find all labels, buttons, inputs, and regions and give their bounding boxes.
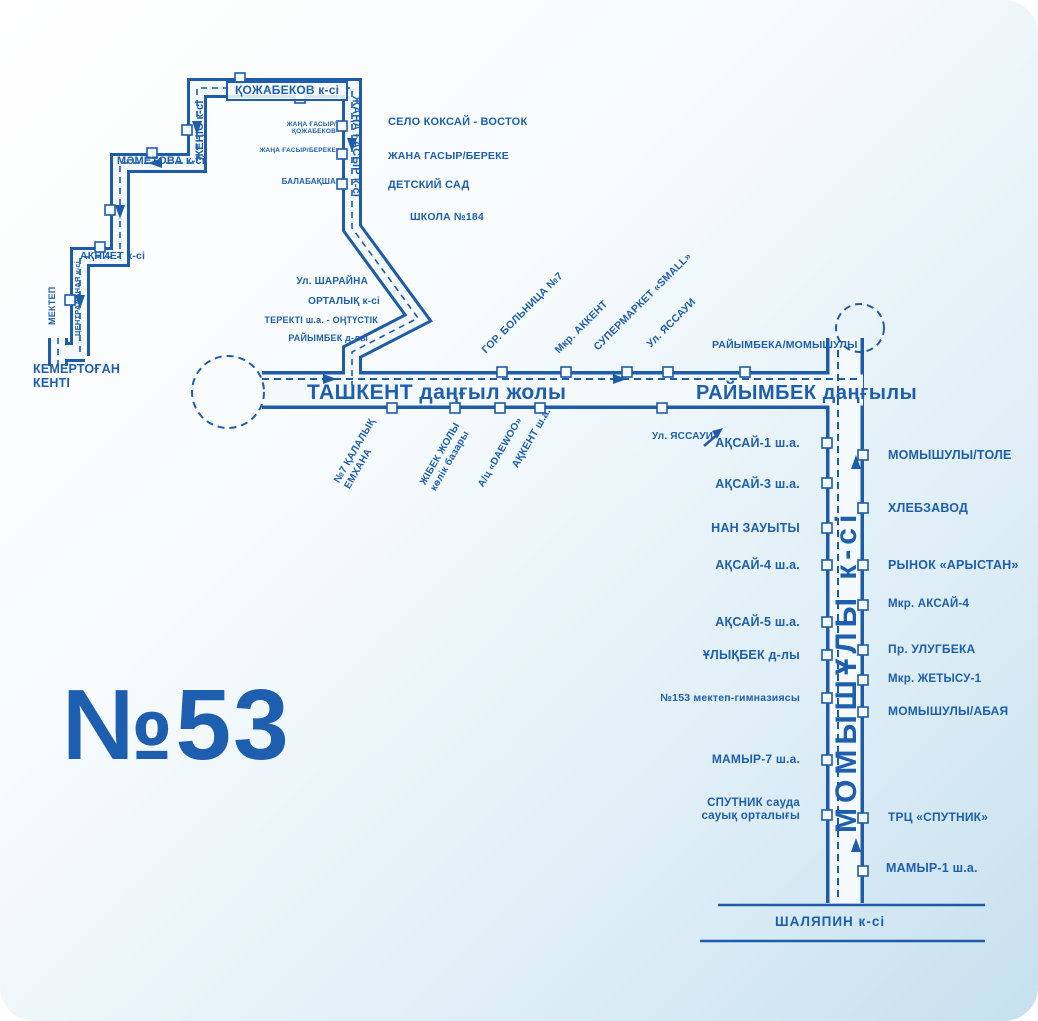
stop-label-pr-ulugbeka: Пр. УЛУГБЕКА [888, 642, 976, 656]
stop-label-mamyr-7: МАМЫР-7 ш.а. [711, 752, 800, 766]
stop-label-aksai-1: АҚСАЙ-1 ш.а. [715, 436, 800, 450]
stop-label-sputnik-sauda: СПУТНИК сауда сауық орталығы [701, 797, 800, 823]
street-label-zhenis: ЖЕҢІС к-сі [194, 100, 206, 160]
street-label-momyshuly: МОМЫШҰЛЫ к-сі [830, 509, 863, 833]
stop-label-mektep-153: №153 мектеп-гимназиясы [660, 692, 800, 704]
street-label-mametova: МӘМЕТОВА к-сі [117, 155, 205, 167]
stop-label-mkr-zhetysu-1: Мкр. ЖЕТЫСУ-1 [888, 673, 982, 685]
stop-label-zhana-gasyr-bereke-small: ЖАҢА ҒАСЫР/БЕРЕКЕ [259, 147, 336, 154]
stop-label-raiymbeka-momyshuly: РАЙЫМБЕКА/МОМЫШУЛЫ [712, 339, 858, 351]
stop-label-momyshuly-abaya: МОМЫШУЛЫ/АБАЯ [888, 704, 1009, 718]
stop-label-khlebzavod: ХЛЕБЗАВОД [888, 501, 969, 515]
shalyapin-terminal-lines [700, 903, 985, 943]
stop-label-detskiy-sad: ДЕТСКИЙ САД [388, 179, 470, 191]
stop-label-mamyr-1: МАМЫР-1 ш.а. [886, 861, 978, 875]
stop-label-shkola-184: ШКОЛА №184 [410, 211, 484, 223]
terminal-label-kemertogan: КЕМЕРТОҒАН КЕНТІ [33, 362, 121, 391]
stop-label-aksai-3: АҚСАЙ-3 ш.а. [715, 477, 800, 491]
street-label-kozhabekov: ҚОЖАБЕКОВ к-сі [226, 81, 349, 101]
stop-label-terekti: ТЕРЕКТІ ш.а. - ОҢТҮСТІК [264, 315, 378, 325]
street-label-zhana-gasyr: ЖАҢА ҒАСЫР к-сі [350, 96, 362, 198]
street-label-akniet: АҚНИЕТ к-сі [80, 250, 146, 262]
stop-label-nan-zauyty: НАН ЗАУЫТЫ [711, 521, 800, 535]
stop-label-ortalyk: ОРТАЛЫҚ к-сі [308, 296, 380, 307]
stop-label-zhana-gasyr-bereke: ЖАНА ГАСЫР/БЕРЕКЕ [388, 150, 509, 162]
stop-label-yassaui-south: Ул. ЯССАУИ [652, 431, 714, 442]
stop-label-aksai-4: АҚСАЙ-4 ш.а. [715, 558, 800, 572]
stop-label-zhana-gasyr-kozhabekov: ЖАҢА ҒАСЫР/ҚОЖАБЕКОВ [286, 121, 336, 136]
stop-label-mektep: МЕКТЕП [47, 286, 57, 325]
stop-label-mkr-aksai-4: Мкр. АКСАЙ-4 [888, 598, 970, 610]
terminal-loop-west [191, 355, 265, 429]
stop-label-aksai-5: АҚСАЙ-5 ш.а. [715, 615, 800, 629]
stop-label-selo-koksai: СЕЛО КОКСАЙ - ВОСТОК [388, 116, 528, 128]
terminal-label-shalyapin: ШАЛЯПИН к-сі [775, 914, 886, 929]
stop-label-balabaksha: БАЛАБАҚША [281, 177, 336, 186]
stop-label-raiymbek-d: РАЙЫМБЕК д-лы [288, 333, 368, 343]
route-number: №53 [62, 669, 291, 781]
stop-label-rynok-arystan: РЫНОК «АРЫСТАН» [888, 558, 1019, 572]
street-label-tsentralnaya: ЦЕНТРАЛЬНАЯ к-сі [73, 261, 82, 336]
stop-label-trts-sputnik: ТРЦ «СПУТНИК» [888, 810, 989, 824]
street-label-raiymbek: РАЙЫМБЕК даңғылы [696, 382, 918, 404]
stop-label-sharaina: Ул. ШАРАЙНА [296, 276, 368, 287]
stop-label-momyshuly-tole: МОМЫШУЛЫ/ТОЛЕ [888, 448, 1012, 462]
stop-label-ulykbek: ҰЛЫҚБЕК д-лы [702, 648, 800, 662]
street-label-tashkent: ТАШКЕНТ даңғыл жолы [307, 381, 567, 404]
terminal-loop-north [835, 303, 885, 353]
